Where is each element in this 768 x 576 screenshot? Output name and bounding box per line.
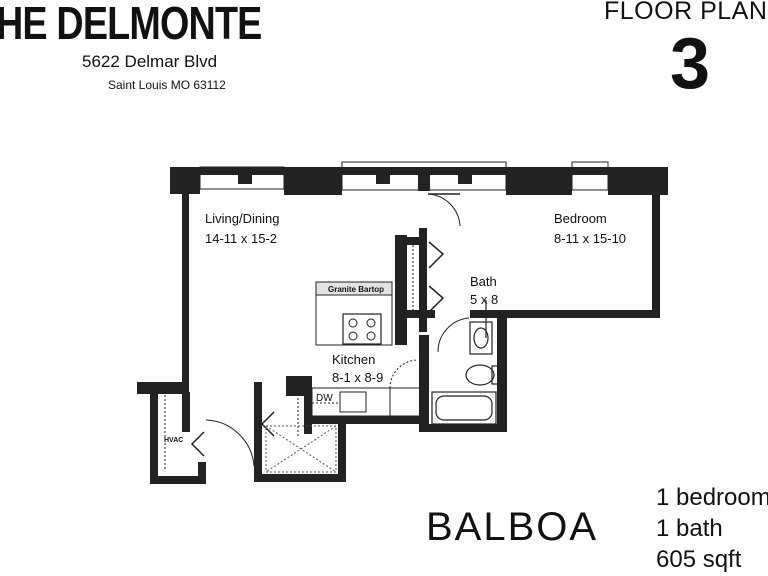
- living-room-name: Living/Dining: [205, 211, 279, 226]
- bedroom-size: 8-11 x 15-10: [554, 231, 626, 246]
- building-name: HE DELMONTE: [0, 0, 262, 49]
- plan-name: BALBOA: [426, 505, 599, 549]
- bath-fixtures: [431, 300, 499, 425]
- bedroom-name: Bedroom: [554, 211, 607, 226]
- spec-bedrooms: 1 bedroom: [656, 484, 768, 511]
- floor-plan-label: FLOOR PLAN: [604, 0, 768, 25]
- living-room-size: 14-11 x 15-2: [205, 231, 277, 246]
- floor-plan-number: 3: [670, 24, 711, 104]
- refrigerator: [389, 387, 421, 417]
- dishwasher-label: DW: [316, 393, 333, 404]
- bedroom-door-swing: [427, 193, 461, 227]
- kitchen-sink: [339, 391, 367, 413]
- windows: [199, 161, 609, 191]
- exterior-walls: [137, 167, 668, 484]
- hvac-label: HVAC: [164, 437, 183, 444]
- kitchen-name: Kitchen: [332, 352, 375, 367]
- street-address: 5622 Delmar Blvd: [82, 52, 218, 71]
- city-address: Saint Louis MO 63112: [108, 78, 226, 92]
- entry-tile: [265, 425, 337, 473]
- entry-door-swing: [205, 419, 255, 467]
- bath-size: 5 x 8: [470, 292, 498, 307]
- stove: [342, 313, 382, 345]
- bartop-label: Granite Bartop: [328, 285, 384, 294]
- closet-doors: [190, 241, 445, 457]
- bath-name: Bath: [470, 274, 497, 289]
- kitchen-size: 8-1 x 8-9: [332, 370, 383, 385]
- spec-baths: 1 bath: [656, 515, 723, 542]
- spec-sqft: 605 sqft: [656, 546, 742, 573]
- closet-shelves: [164, 245, 414, 470]
